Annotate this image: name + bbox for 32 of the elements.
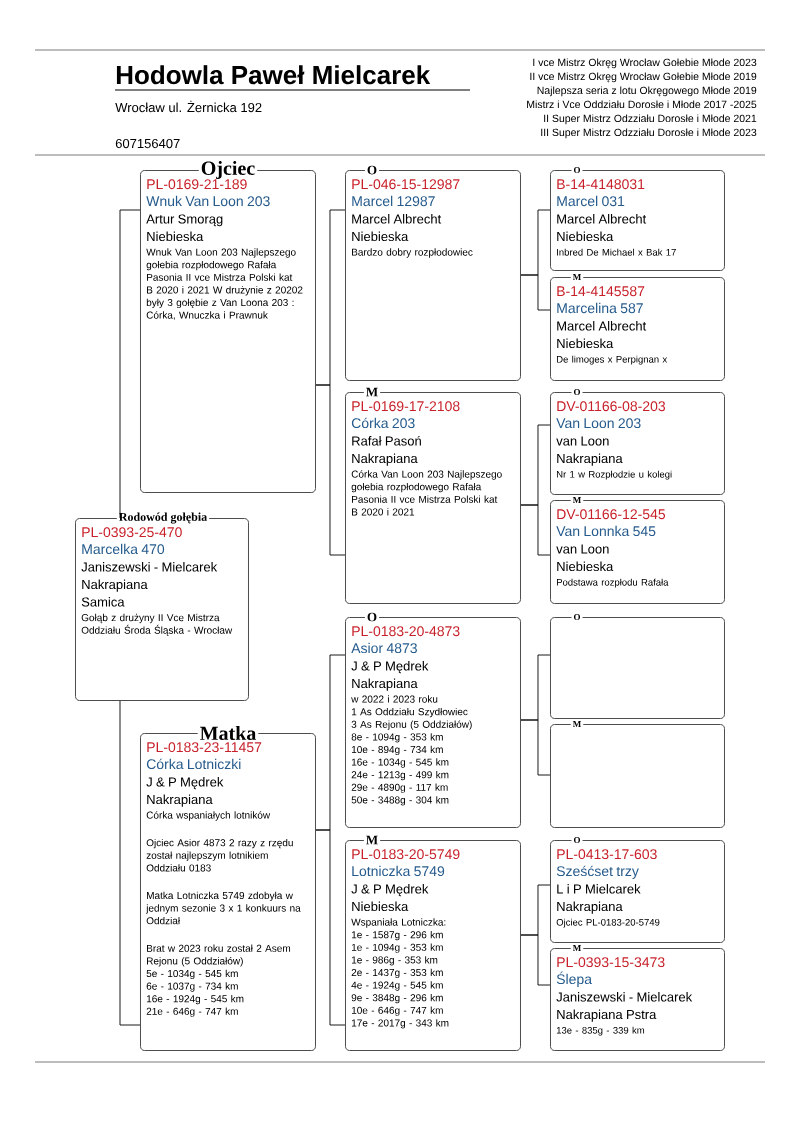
- pedigree-card: M B-14-4145587 Marcelina 587 Marcel Albrecht Niebieska De limoges x Perpignan x: [550, 272, 725, 381]
- pedigree-card: M: [550, 719, 725, 828]
- achievement-line: II Super Mistrz Odzziału Dorosłe i Młode 2021: [544, 114, 757, 125]
- pedigree-card: Ojciec PL-0169-21-189 Wnuk Van Loon 203 Artur Smorąg Niebieska Wnuk Van Loon 203 Najlepszego gołebia rozpłodowego Rafała Pasonia II vce Mistrza Polski kat B 2020 i 2021 W drużynie z 20202 były 3 gołębie z Van Loona 203 : Córka, Wnuczka i Prawnuk: [140, 158, 316, 493]
- pedigree-card: O B-14-4148031 Marcel 031 Marcel Albrecht Niebieska Inbred De Michael x Bak 17: [550, 165, 725, 271]
- pedigree-connector: [315, 829, 346, 1026]
- achievement-line: III Super Mistrz Odzziału Dorosłe i Młode 2023: [541, 128, 757, 139]
- achievement-line: I vce Mistrz Okręg Wrocław Gołebie Młode 2023: [533, 58, 757, 69]
- pedigree-connector: [119, 700, 141, 1026]
- pedigree-card: M PL-0393-15-3473 Ślepa Janiszewski - Mielcarek Nakrapiana Pstra 13e - 835g - 339 km: [550, 943, 725, 1051]
- pedigree-connector: [520, 274, 551, 311]
- pedigree-card: Rodowód gołębia PL-0393-25-470 Marcelka 470 Janiszewski - Mielcarek Nakrapiana Samica Gołąb z drużyny II Vce Mistrza Oddziału Środa Śląska - Wrocław: [75, 510, 249, 701]
- pedigree-card: O PL-0183-20-4873 Asior 4873 J & P Mędrek Nakrapiana w 2022 i 2023 roku 1 As Oddziału Szydłowiec 3 As Rejonu (5 Oddziałów) 8e - 1094g - 353 km 10e - 894g - 734 km 16e - 1034g - 545 km 24e - 1213g - 499 km 29e - 4890g - 117 km 50e - 3488g - 304 km: [345, 610, 521, 828]
- pedigree-connector: [315, 384, 346, 556]
- achievement-line: Najlepsza seria z lotu Okręgowego Młode 2019: [537, 86, 757, 97]
- pedigree-card: O: [550, 612, 725, 719]
- pedigree-card: M PL-0183-20-5749 Lotniczka 5749 J & P Mędrek Niebieska Wspaniała Lotniczka: 1e - 1587g - 296 km 1e - 1094g - 353 km 1e - 986g - 353 km 2e - 1437g - 353 km 4e - 1924g - 545 km 9e - 3848g - 296 km 10e - 646g - 747 km 17e - 2017g - 343 km: [345, 833, 521, 1051]
- pedigree-connector: [119, 209, 141, 519]
- pedigree-card: M PL-0169-17-2108 Córka 203 Rafał Pasoń Nakrapiana Córka Van Loon 203 Najlepszego gołebia rozpłodowego Rafała Pasonia II vce Mistrza Polski kat B 2020 i 2021: [345, 385, 521, 604]
- achievement-line: II vce Mistrz Okręg Wrocław Gołebie Młode 2019: [530, 72, 757, 83]
- pedigree-connector: [520, 504, 551, 556]
- achievement-line: Mistrz i Vce Oddziału Dorosłe i Młode 2017 -2025: [527, 100, 757, 109]
- phone-number: 607156407: [115, 138, 180, 149]
- pedigree-card: O PL-0413-17-603 Sześćset trzy L i P Mielcarek Nakrapiana Ojciec PL-0183-20-5749: [550, 835, 725, 943]
- header-title: Hodowla Paweł Mielcarek: [116, 65, 431, 85]
- pedigree-connector: [520, 719, 551, 776]
- pedigree-card: O DV-01166-08-203 Van Loon 203 van Loon Nakrapiana Nr 1 w Rozpłodzie u kolegi: [550, 387, 725, 495]
- pedigree-connector: [520, 934, 551, 986]
- pedigree-card: Matka PL-0183-23-11457 Córka Lotniczki J & P Mędrek Nakrapiana Córka wspaniałych lotników Ojciec Asior 4873 2 razy z rzędu został najlepszym lotnikiem Oddziału 0183 Matka Lotniczka 5749 zdobyła w jednym sezonie 3 x 1 konkuurs na Oddział Brat w 2023 roku został 2 Asem Rejonu (5 Oddziałów) 5e - 1034g - 545 km 6e - 1037g - 734 km 16e - 1924g - 545 km 21e - 646g - 747 km: [140, 723, 316, 1051]
- pedigree-card: O PL-046-15-12987 Marcel 12987 Marcel Albrecht Niebieska Bardzo dobry rozpłodowiec: [345, 163, 521, 381]
- address-text: Wrocław ul. Żernicka 192: [115, 100, 262, 113]
- pedigree-card: M DV-01166-12-545 Van Lonnka 545 van Loon Niebieska Podstawa rozpłodu Rafała: [550, 495, 725, 604]
